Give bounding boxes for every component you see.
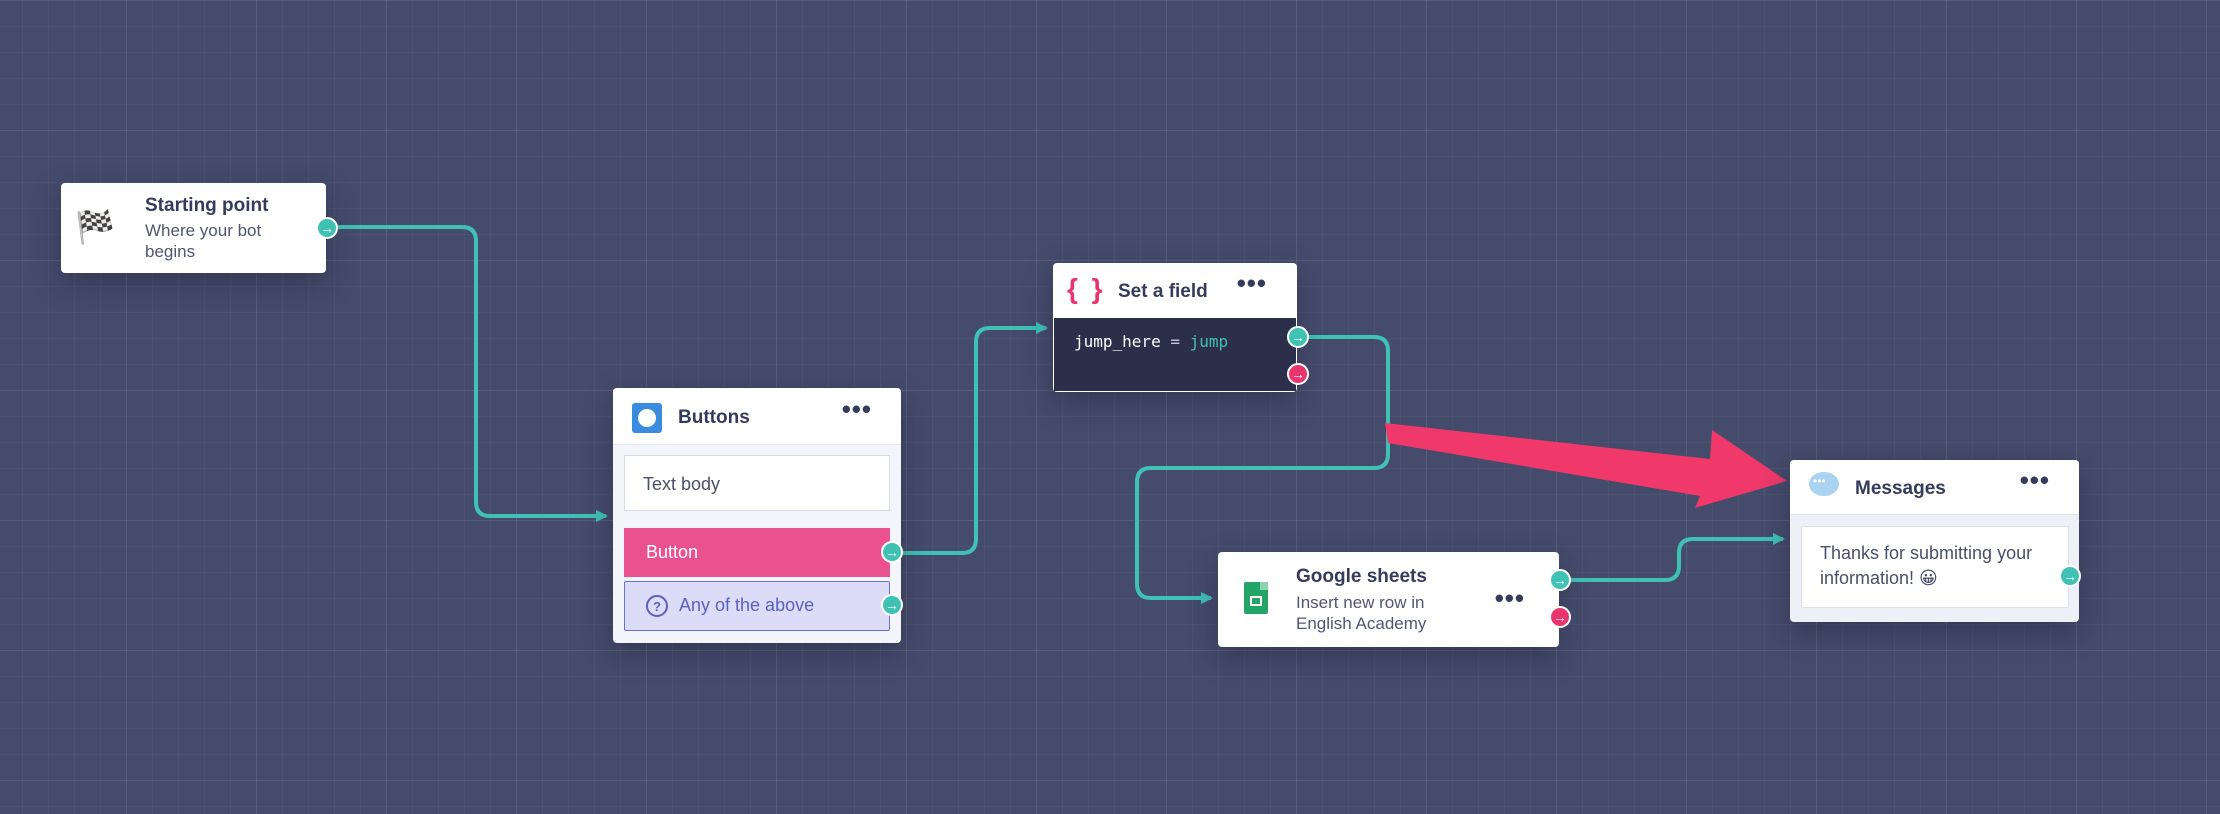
- field-value: jump: [1189, 332, 1229, 351]
- set-a-field-expression[interactable]: jump_here = jump: [1054, 318, 1296, 391]
- button-option-label: Button: [646, 542, 699, 562]
- field-name: jump_here: [1074, 332, 1161, 351]
- messages-menu-button[interactable]: •••: [2019, 465, 2050, 495]
- buttons-icon: [632, 403, 662, 433]
- chat-bubble-icon: [1809, 472, 1839, 496]
- google-sheets-error-port[interactable]: →: [1549, 606, 1571, 628]
- button-option-output-port[interactable]: →: [881, 541, 903, 563]
- starting-point-title: Starting point: [145, 195, 269, 216]
- google-sheets-success-port[interactable]: →: [1549, 569, 1571, 591]
- buttons-node-title: Buttons: [678, 407, 750, 428]
- assignment-operator: =: [1170, 332, 1180, 351]
- set-a-field-success-port[interactable]: →: [1287, 326, 1309, 348]
- wire-sheets-to-messages[interactable]: [1559, 533, 1785, 582]
- checkered-flag-icon: 🏁: [75, 209, 115, 245]
- starting-point-subtitle: Where your bot begins: [145, 221, 262, 261]
- wire-start-to-buttons[interactable]: [326, 225, 608, 522]
- text-body-field[interactable]: Text body: [624, 455, 890, 511]
- any-of-the-above-output-port[interactable]: →: [881, 594, 903, 616]
- google-sheets-node[interactable]: Google sheets Insert new row in English …: [1218, 552, 1571, 647]
- braces-icon: { }: [1067, 273, 1106, 304]
- messages-output-port[interactable]: →: [2059, 565, 2081, 587]
- annotation-arrow: [1385, 423, 1787, 508]
- any-of-the-above-option[interactable]: ? Any of the above: [624, 581, 890, 631]
- question-icon: ?: [646, 595, 668, 617]
- button-option[interactable]: Button: [624, 528, 890, 577]
- buttons-node-menu-button[interactable]: •••: [841, 394, 872, 424]
- message-text[interactable]: Thanks for submitting your information! …: [1801, 526, 2069, 608]
- set-a-field-error-port[interactable]: →: [1287, 363, 1309, 385]
- set-a-field-menu-button[interactable]: •••: [1236, 268, 1267, 298]
- messages-node[interactable]: Messages ••• Thanks for submitting your …: [1790, 460, 2081, 622]
- google-sheets-title: Google sheets: [1296, 566, 1427, 587]
- any-of-the-above-label: Any of the above: [679, 595, 815, 615]
- google-sheets-icon: [1244, 582, 1268, 614]
- wire-set-field-to-sheets[interactable]: [1135, 335, 1390, 604]
- buttons-node[interactable]: Buttons ••• Text body Button → ? Any of …: [613, 388, 903, 643]
- google-sheets-subtitle: Insert new row in English Academy: [1296, 593, 1427, 633]
- starting-point-node[interactable]: 🏁 Starting point Where your bot begins →: [61, 183, 338, 273]
- set-a-field-title: Set a field: [1118, 281, 1208, 302]
- google-sheets-menu-button[interactable]: •••: [1494, 583, 1525, 613]
- wire-button-to-set-field[interactable]: [901, 322, 1048, 555]
- set-a-field-node[interactable]: { } Set a field ••• jump_here = jump → →: [1053, 263, 1309, 392]
- start-output-port[interactable]: →: [316, 217, 338, 239]
- messages-title: Messages: [1855, 478, 1946, 499]
